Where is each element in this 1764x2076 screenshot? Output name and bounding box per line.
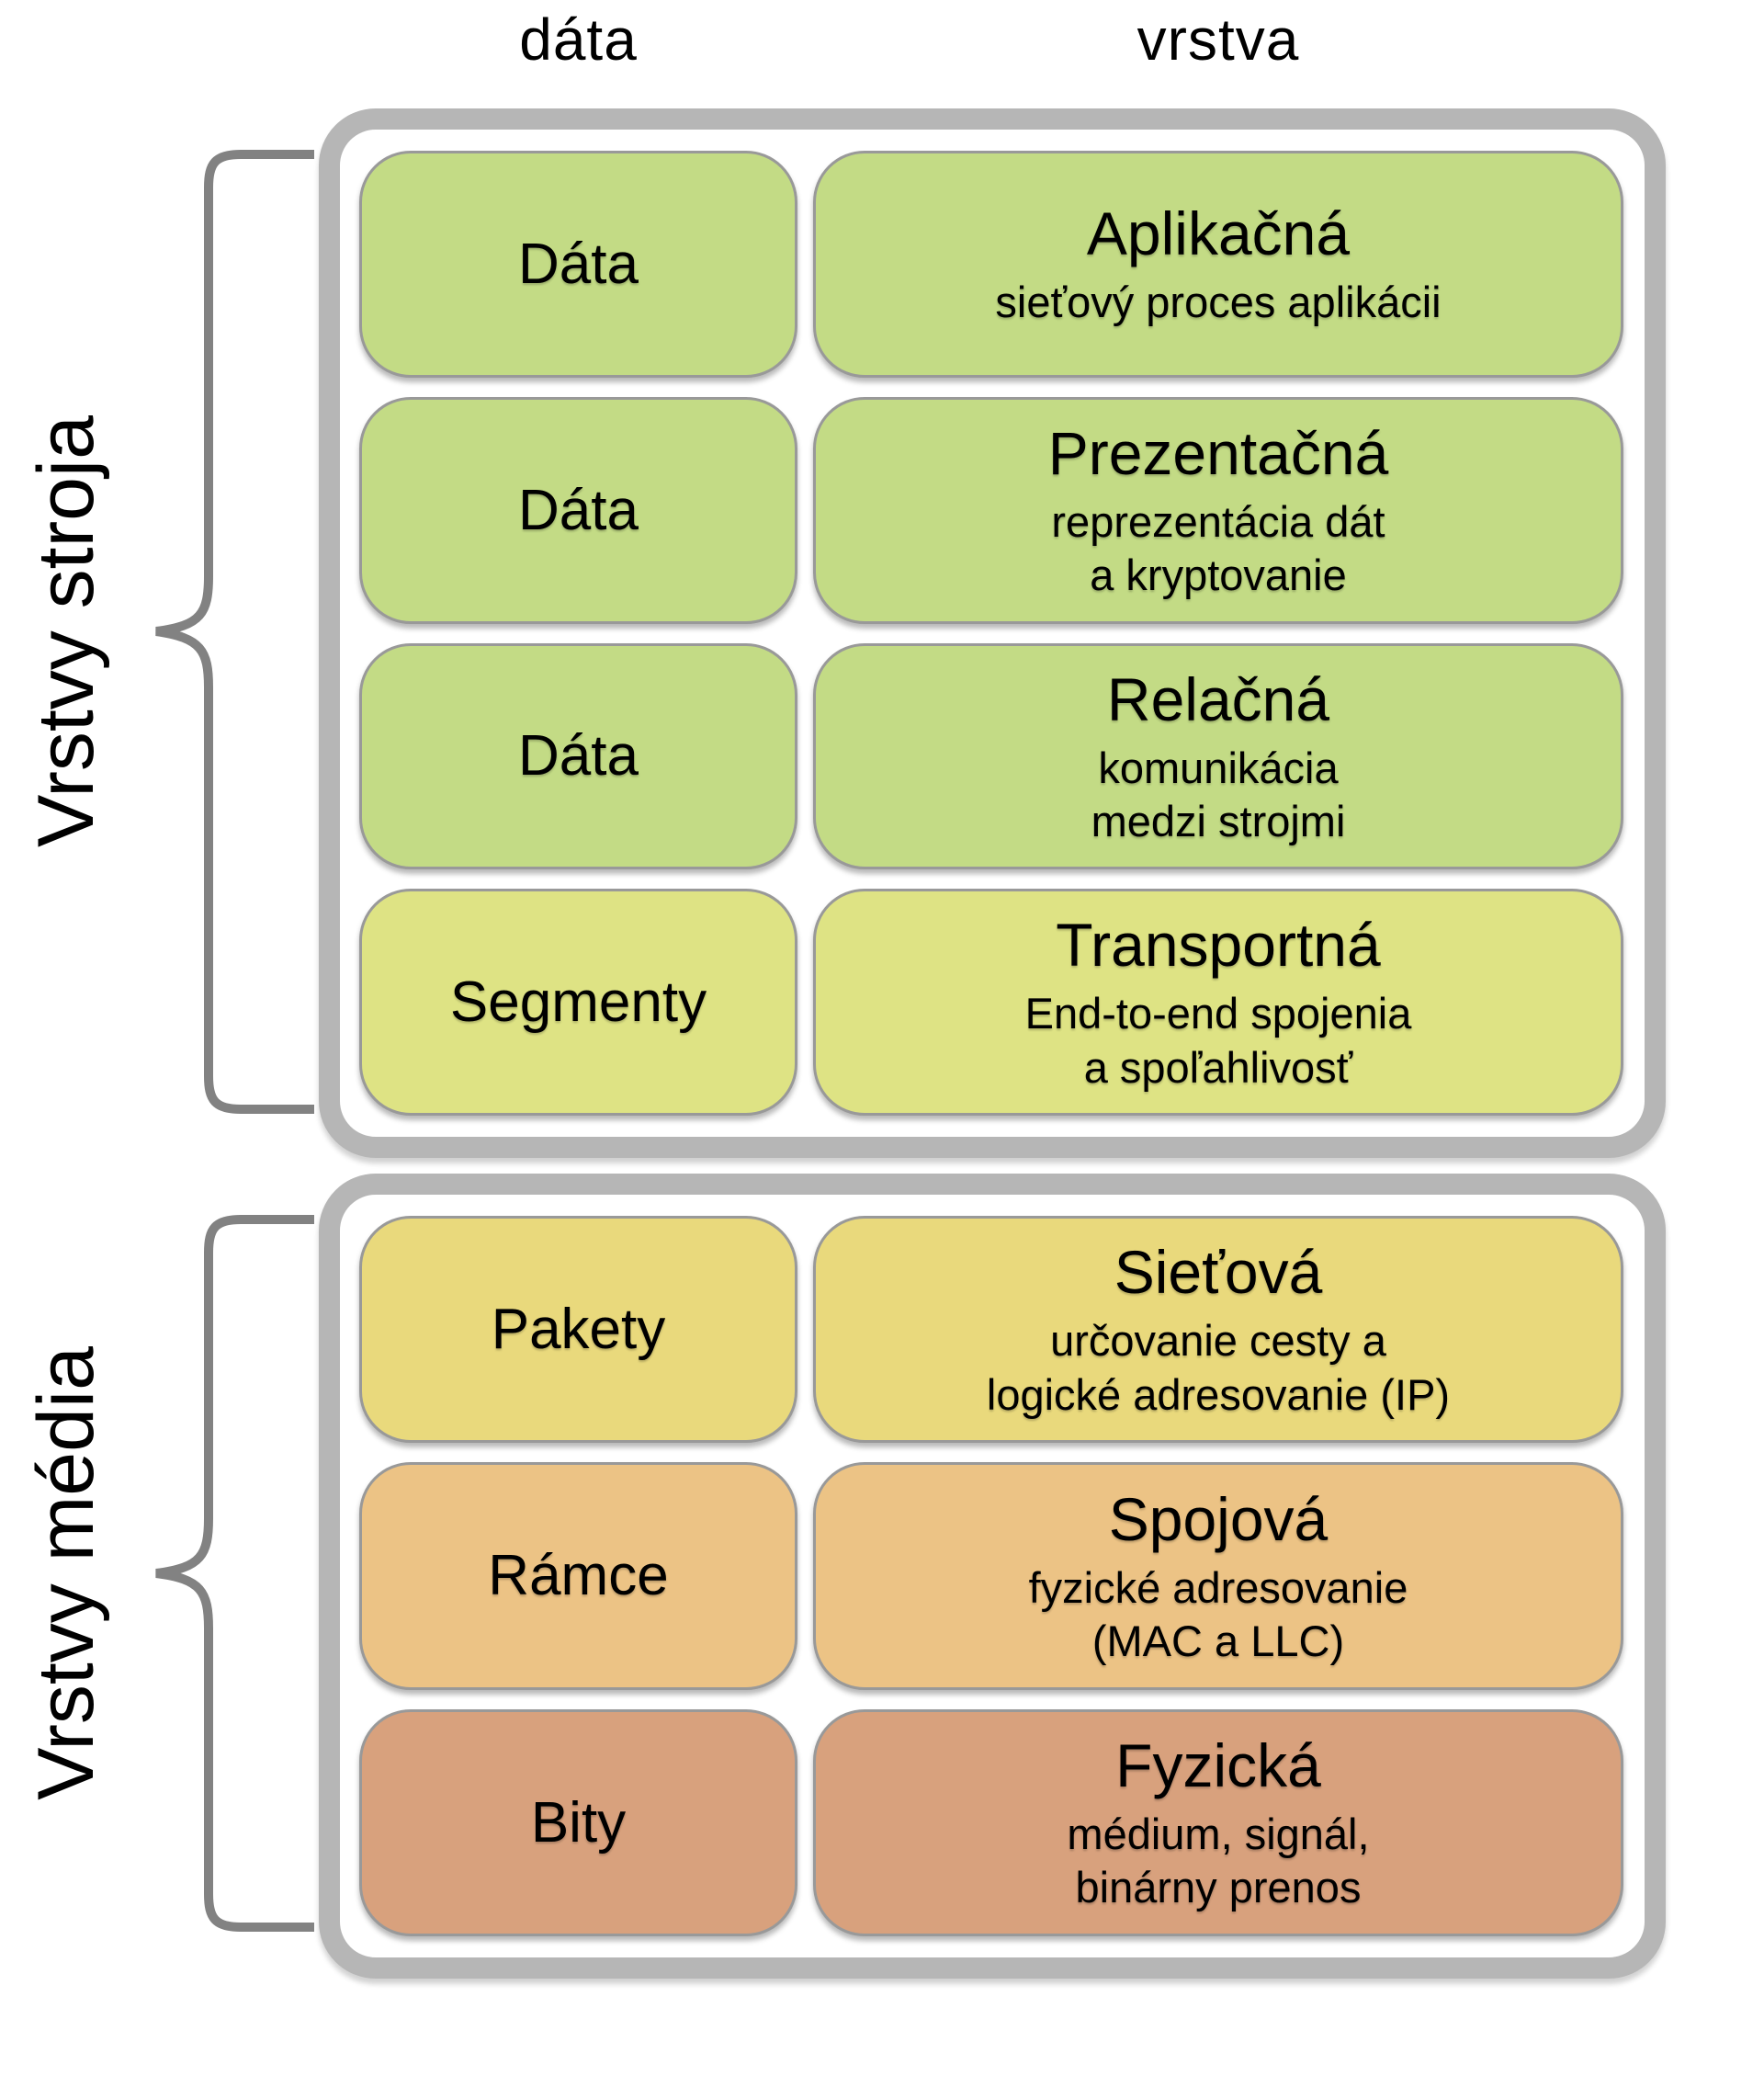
layer-description-line: a spoľahlivosť [1083,1042,1353,1092]
datalink-layer-row: Rámce Spojová fyzické adresovanie (MAC a… [359,1462,1623,1690]
layer-description-line: medzi strojmi [1091,796,1346,845]
layer-description-line: End-to-end spojenia [1024,989,1412,1038]
layer-description-line: sieťový proces aplikácii [995,278,1442,327]
pdu-box: Pakety [359,1216,797,1444]
pdu-label: Segmenty [449,970,707,1035]
layer-box: Sieťová určovanie cesty a logické adreso… [813,1216,1623,1444]
layer-description-line: fyzické adresovanie [1028,1562,1408,1612]
layer-description-line: a kryptovanie [1090,550,1347,600]
layer-description-line: binárny prenos [1075,1863,1362,1912]
presentation-layer-row: Dáta Prezentačná reprezentácia dát a kry… [359,396,1623,624]
machine-layers-side-label: Vrstvy stroja [21,415,110,847]
media-layers-brace [155,1215,314,1932]
layer-box: Prezentačná reprezentácia dát a kryptova… [813,396,1623,624]
pdu-box: Rámce [359,1462,797,1690]
network-layer-row: Pakety Sieťová určovanie cesty a logické… [359,1216,1623,1444]
session-layer-row: Dáta Relačná komunikácia medzi strojmi [359,642,1623,870]
pdu-label: Dáta [518,232,639,296]
pdu-label: Bity [530,1790,627,1855]
layer-description-line: reprezentácia dát [1051,496,1385,546]
data-column-header: dáta [519,6,638,73]
application-layer-row: Dáta Aplikačná sieťový proces aplikácii [359,151,1623,378]
physical-layer-row: Bity Fyzická médium, signál, binárny pre… [359,1708,1623,1936]
pdu-box: Dáta [359,396,797,624]
pdu-label: Dáta [518,478,639,542]
layer-column-header: vrstva [1136,6,1300,73]
machine-layers-container: Dáta Aplikačná sieťový proces aplikácii … [319,108,1666,1158]
pdu-label: Pakety [491,1298,666,1362]
pdu-box: Segmenty [359,889,797,1116]
layer-title: Relačná [1106,664,1330,733]
layer-title: Sieťová [1114,1238,1323,1307]
layer-title: Fyzická [1115,1731,1321,1800]
layer-description-line: (MAC a LLC) [1091,1616,1345,1665]
layer-title: Spojová [1108,1484,1329,1553]
layer-box: Aplikačná sieťový proces aplikácii [813,151,1623,378]
layer-box: Transportná End-to-end spojenia a spoľah… [813,889,1623,1116]
machine-layers-brace [155,150,314,1114]
layer-description-line: médium, signál, [1067,1809,1370,1858]
transport-layer-row: Segmenty Transportná End-to-end spojenia… [359,889,1623,1116]
pdu-label: Rámce [488,1544,669,1608]
layer-box: Fyzická médium, signál, binárny prenos [813,1708,1623,1936]
pdu-label: Dáta [518,724,639,788]
media-layers-side-label: Vrstvy média [21,1346,110,1800]
pdu-box: Bity [359,1708,797,1936]
media-layers-container: Pakety Sieťová určovanie cesty a logické… [319,1174,1666,1979]
layer-description-line: komunikácia [1098,743,1339,792]
layer-title: Aplikačná [1086,199,1351,268]
layer-box: Spojová fyzické adresovanie (MAC a LLC) [813,1462,1623,1690]
layer-box: Relačná komunikácia medzi strojmi [813,642,1623,870]
layer-description-line: logické adresovanie (IP) [986,1369,1451,1419]
layer-description-line: určovanie cesty a [1050,1316,1386,1366]
pdu-box: Dáta [359,642,797,870]
layer-title: Transportná [1056,911,1381,980]
layer-title: Prezentačná [1047,418,1389,487]
pdu-box: Dáta [359,151,797,378]
